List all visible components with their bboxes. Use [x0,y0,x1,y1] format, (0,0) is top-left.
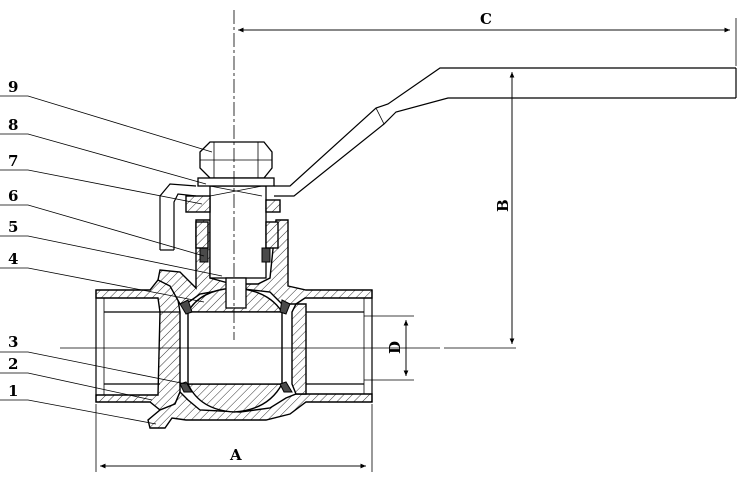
part-label-8: 8 [8,116,18,134]
dimension-c-label: C [480,10,492,28]
lever-handle [159,67,737,251]
part-label-2: 2 [8,355,18,373]
dimension-b-label: B [494,199,512,212]
part-label-3: 3 [8,333,18,351]
part-label-1: 1 [8,382,18,400]
part-label-5: 5 [8,218,18,236]
part-label-9: 9 [8,78,18,96]
part-label-4: 4 [8,250,18,268]
part-label-6: 6 [8,187,18,205]
dimension-a-label: A [229,446,242,464]
stem [185,185,281,309]
dimension-d-label: D [386,341,404,354]
part-label-7: 7 [8,152,18,170]
dimension-b: B [494,72,515,344]
valve-body [95,219,373,429]
dimension-c: C [238,10,737,66]
dimension-a: A [95,404,373,472]
dimension-d: D [364,315,414,381]
part-leaders: 9 8 7 6 5 4 3 2 1 [0,78,223,425]
ball-seats [179,299,293,393]
center-lines [60,10,516,349]
